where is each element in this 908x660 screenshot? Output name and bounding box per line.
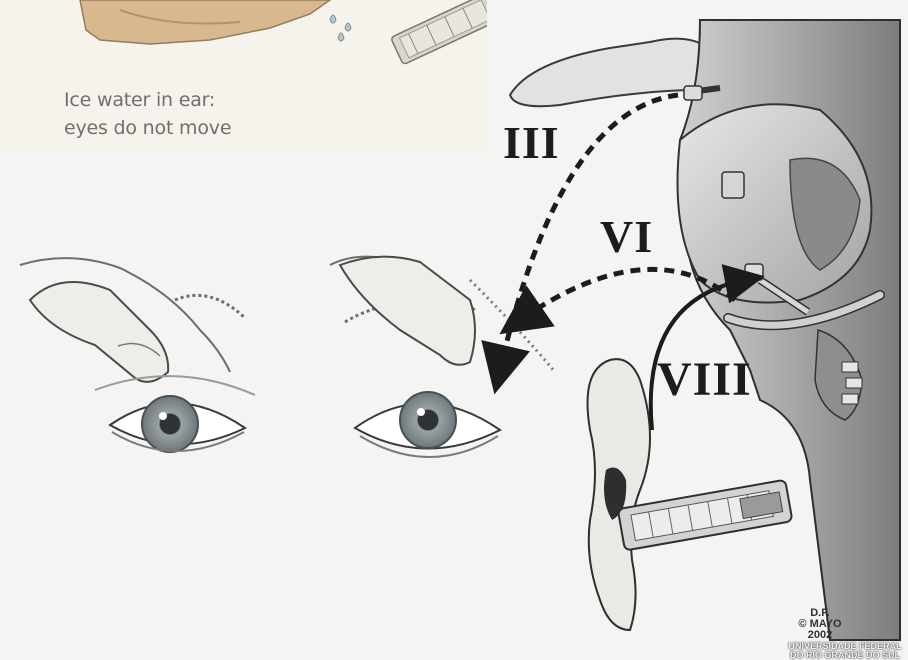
left-finger	[30, 282, 168, 382]
right-finger	[340, 257, 475, 365]
label-nerve-iii: III	[503, 116, 560, 169]
left-eye-group	[20, 258, 255, 452]
credit-year: 2002	[770, 630, 870, 641]
university-watermark: UNIVERSIDADE FEDERAL DO RIO GRANDE DO SU…	[782, 642, 908, 660]
syringe	[618, 480, 793, 551]
brainstem	[510, 20, 900, 640]
artist-credit: D.F. © MAYO 2002	[770, 608, 870, 641]
nerve-iii-root	[684, 86, 702, 100]
watermark-line-2: DO RIO GRANDE DO SUL	[782, 651, 908, 660]
nerve-vi-root	[745, 264, 763, 280]
label-nerve-viii: VIII	[657, 352, 752, 407]
label-nerve-vi: VI	[600, 210, 653, 263]
